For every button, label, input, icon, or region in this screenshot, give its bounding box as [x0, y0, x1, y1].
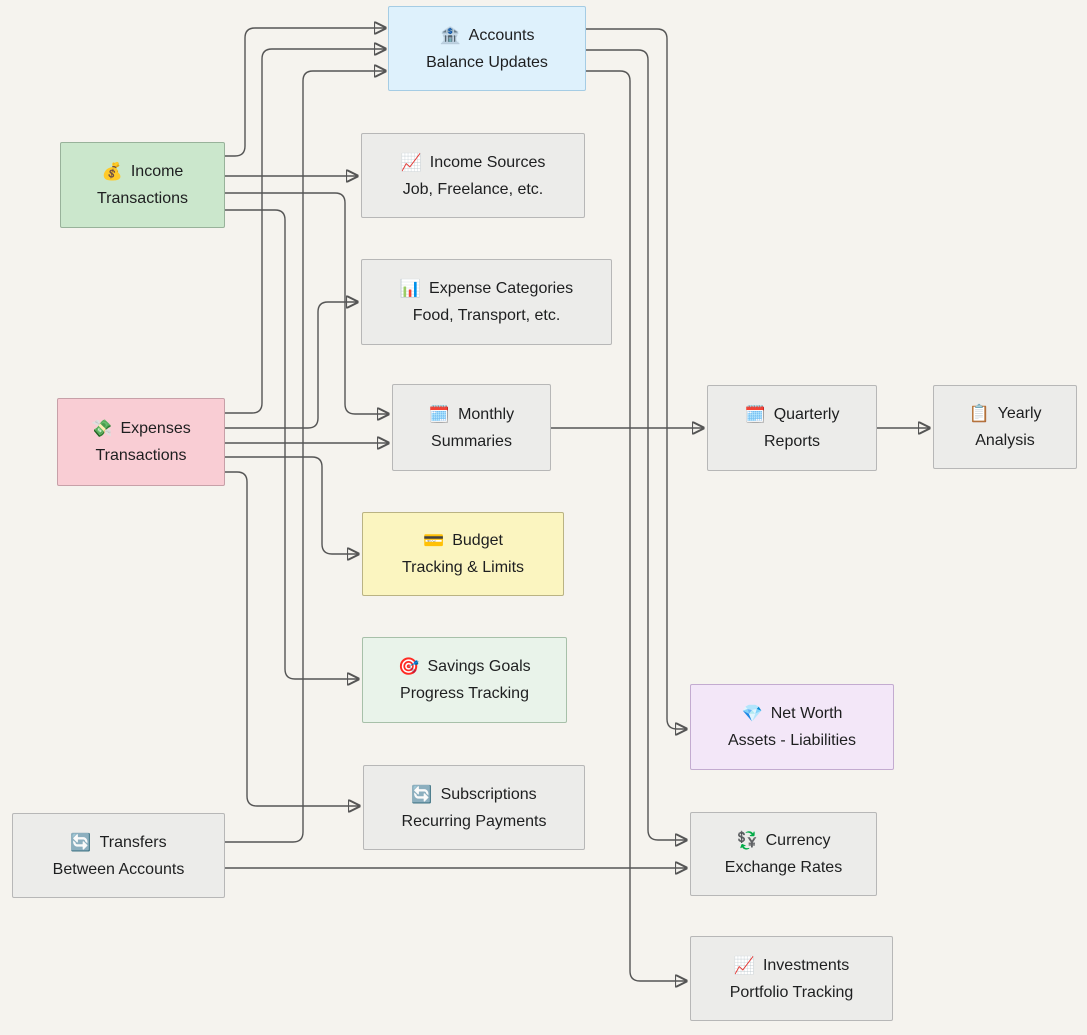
node-subtitle: Analysis: [975, 432, 1035, 449]
node-subtitle: Recurring Payments: [401, 812, 547, 830]
node-title: Income: [130, 163, 184, 180]
node-title: Yearly: [997, 405, 1042, 422]
node-investments: 📈 Investments Portfolio Tracking: [690, 936, 893, 1021]
node-net-worth: 💎 Net Worth Assets - Liabilities: [690, 684, 894, 770]
node-income: 💰 Income Transactions: [60, 142, 225, 228]
node-currency: 💱 Currency Exchange Rates: [690, 812, 877, 896]
calendar-icon: 🗓️: [744, 405, 766, 424]
node-transfers: 🔄 Transfers Between Accounts: [12, 813, 225, 898]
node-subtitle: Assets - Liabilities: [727, 732, 857, 749]
node-title: Investments: [762, 956, 850, 974]
node-accounts: 🏦 Accounts Balance Updates: [388, 6, 586, 91]
bank-icon: 🏦: [439, 25, 461, 45]
node-quarterly-reports: 🗓️ Quarterly Reports: [707, 385, 877, 471]
chart-increasing-icon: 📈: [733, 955, 755, 975]
node-subscriptions: 🔄 Subscriptions Recurring Payments: [363, 765, 585, 850]
node-subtitle: Exchange Rates: [724, 859, 843, 876]
arrows-cycle-icon: 🔄: [411, 784, 433, 804]
arrows-cycle-icon: 🔄: [70, 832, 92, 852]
bar-chart-icon: 📊: [399, 279, 422, 298]
edge-income-accounts: [224, 28, 386, 157]
node-subtitle: Tracking & Limits: [401, 559, 525, 576]
node-subtitle: Transactions: [95, 447, 187, 464]
edge-transfers-accounts: [224, 71, 386, 843]
edge-accounts-investments: [585, 70, 688, 981]
node-title: Subscriptions: [440, 785, 537, 803]
chart-increasing-icon: 📈: [400, 152, 422, 172]
node-title: Expenses: [120, 420, 191, 437]
node-expense-categories: 📊 Expense Categories Food, Transport, etc…: [361, 259, 612, 345]
money-bag-icon: 💰: [101, 162, 123, 181]
edge-expenses-expense-categories: [224, 302, 358, 429]
edge-income-monthly: [224, 192, 389, 414]
node-subtitle: Food, Transport, etc.: [412, 307, 561, 324]
clipboard-icon: 📋: [968, 404, 990, 423]
node-title: Expense Categories: [429, 280, 574, 297]
credit-card-icon: 💳: [423, 531, 445, 550]
node-yearly-analysis: 📋 Yearly Analysis: [933, 385, 1077, 469]
node-subtitle: Transactions: [97, 190, 188, 207]
money-with-wings-icon: 💸: [91, 419, 113, 438]
node-title: Transfers: [99, 833, 167, 851]
node-title: Income Sources: [429, 153, 546, 171]
node-title: Savings Goals: [427, 658, 531, 675]
node-title: Monthly: [458, 405, 515, 423]
currency-exchange-icon: 💱: [736, 831, 758, 850]
edge-expenses-budget: [224, 456, 359, 554]
gem-icon: 💎: [741, 704, 763, 723]
node-subtitle: Balance Updates: [426, 53, 548, 71]
node-monthly-summaries: 🗓️ Monthly Summaries: [392, 384, 551, 471]
node-subtitle: Portfolio Tracking: [729, 983, 854, 1001]
node-subtitle: Progress Tracking: [400, 685, 529, 702]
node-savings-goals: 🎯 Savings Goals Progress Tracking: [362, 637, 567, 723]
node-title: Currency: [765, 832, 831, 849]
node-title: Accounts: [468, 26, 535, 44]
node-income-sources: 📈 Income Sources Job, Freelance, etc.: [361, 133, 585, 218]
node-subtitle: Reports: [763, 433, 821, 450]
edge-accounts-networth: [585, 28, 688, 729]
edge-expenses-subscriptions: [224, 471, 360, 806]
node-title: Budget: [452, 532, 503, 549]
node-subtitle: Summaries: [431, 432, 512, 450]
edge-income-savings: [224, 209, 359, 679]
node-expenses: 💸 Expenses Transactions: [57, 398, 225, 486]
calendar-icon: 🗓️: [428, 404, 451, 424]
node-subtitle: Between Accounts: [52, 860, 185, 878]
target-icon: 🎯: [398, 657, 420, 676]
edge-expenses-accounts: [224, 49, 386, 414]
edge-accounts-currency: [585, 49, 688, 840]
node-title: Quarterly: [773, 406, 840, 423]
node-title: Net Worth: [770, 705, 843, 722]
node-subtitle: Job, Freelance, etc.: [402, 180, 544, 198]
node-budget: 💳 Budget Tracking & Limits: [362, 512, 564, 596]
